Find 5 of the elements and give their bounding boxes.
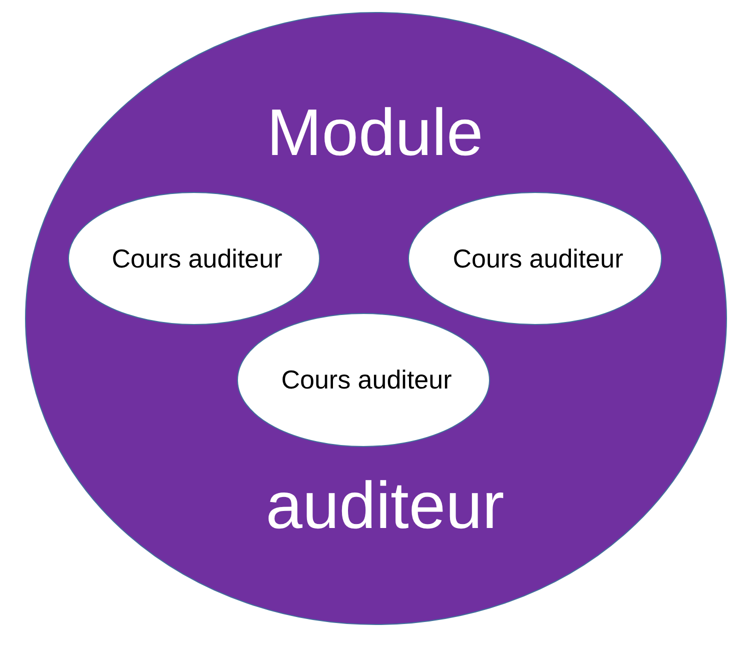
course-label: Cours auditeur — [452, 243, 624, 274]
module-title: Module — [266, 94, 484, 170]
module-title: auditeur — [266, 467, 504, 543]
course-label: Cours auditeur — [112, 243, 282, 274]
course-label: Cours auditeur — [281, 364, 452, 396]
